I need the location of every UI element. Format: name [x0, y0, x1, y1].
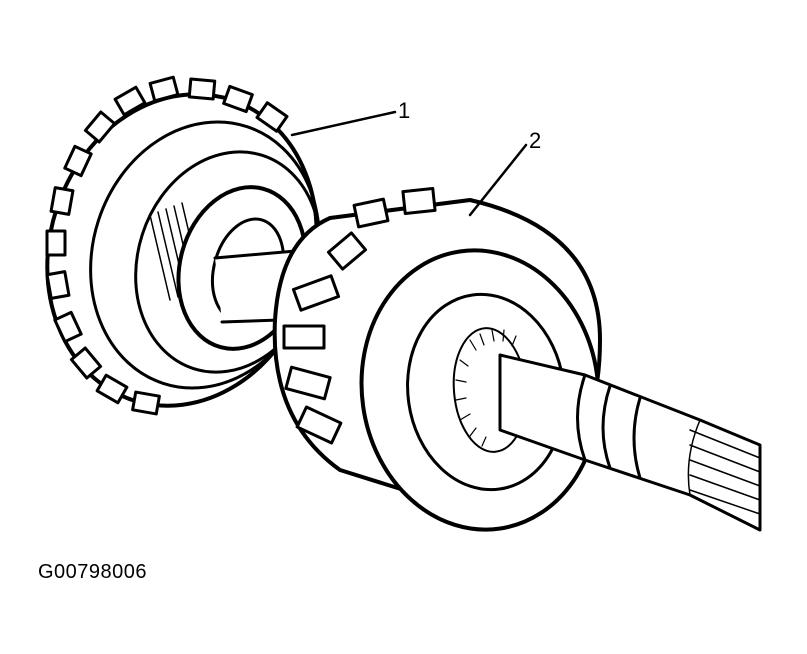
- needle-bearing-rollers: [455, 329, 517, 447]
- output-shaft-splines: [687, 419, 761, 515]
- clutch-drum-with-shaft: [213, 186, 762, 532]
- callout-1-leader: [290, 110, 397, 137]
- callout-label-1: 1: [398, 98, 411, 123]
- output-shaft-shoulder: [576, 373, 642, 480]
- drum-spline-lugs: [282, 186, 437, 445]
- output-shaft: [498, 353, 762, 532]
- callout-label-2: 2: [529, 128, 542, 153]
- figure-id-label: G00798006: [38, 561, 148, 583]
- ring-gear-teeth: [45, 75, 289, 416]
- callout-2-leader: [468, 143, 528, 217]
- drum-front-face: [359, 248, 601, 532]
